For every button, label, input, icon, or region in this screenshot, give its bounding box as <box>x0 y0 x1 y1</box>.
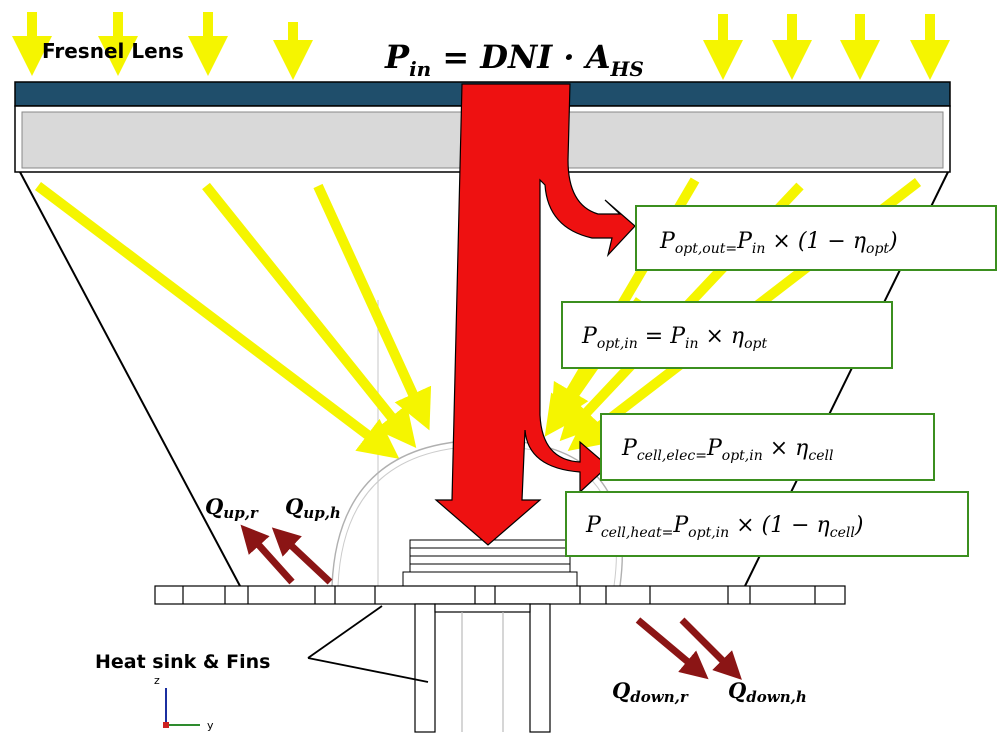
fresnel-lens-label: Fresnel Lens <box>42 39 184 63</box>
p-opt-in-equation: Popt,in = Pin × ηopt <box>581 324 768 352</box>
heat-sink-leaders <box>307 605 429 683</box>
base-plate <box>154 585 846 605</box>
q-up-r-label: Qup,r <box>205 494 259 522</box>
equation-box-opt-in <box>561 301 893 369</box>
equation-box-cell-elec <box>600 413 935 481</box>
equation-box-opt-out <box>635 205 997 271</box>
power-flow-arrow <box>434 83 636 546</box>
p-cell-elec-equation: Pcell,elec=Popt,in × ηcell <box>621 436 833 464</box>
axis-z-label: z <box>154 674 160 687</box>
q-up-h-label: Qup,h <box>285 494 341 522</box>
axis-y-label: y <box>207 719 214 732</box>
solar-cell-stack <box>402 539 578 587</box>
incident-sunlight-arrows <box>12 12 950 80</box>
q-down-r-label: Qdown,r <box>612 678 689 706</box>
p-in-equation: Pin = DNI · AHS <box>384 38 644 81</box>
heat-flow-arrows <box>240 524 742 680</box>
heat-sink-fins <box>414 603 551 733</box>
axis-triad: z y <box>154 674 214 732</box>
heat-sink-label: Heat sink & Fins <box>95 651 270 673</box>
p-cell-heat-equation: Pcell,heat=Popt,in × (1 − ηcell) <box>585 513 863 541</box>
q-down-h-label: Qdown,h <box>728 678 807 706</box>
p-opt-out-equation: Popt,out=Pin × (1 − ηopt) <box>659 229 898 257</box>
equation-box-cell-heat <box>565 491 969 557</box>
